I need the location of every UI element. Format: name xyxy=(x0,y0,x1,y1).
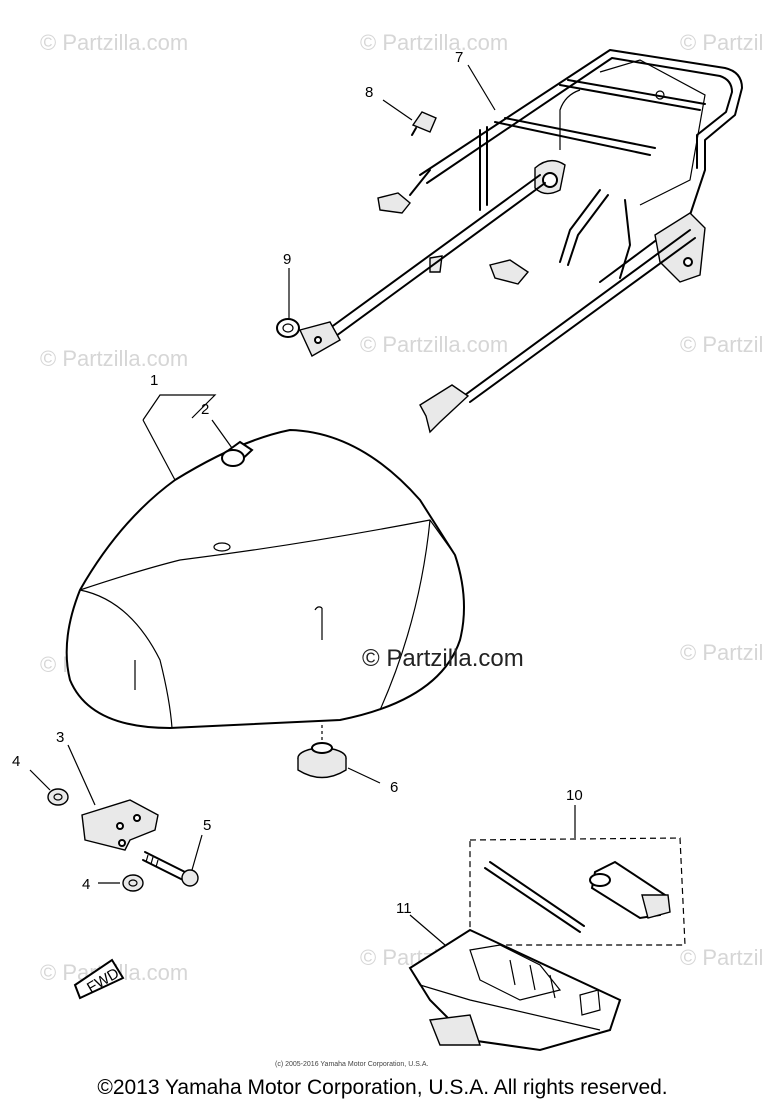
nut-4b xyxy=(122,874,144,892)
callout-numbers: 1 2 3 4 4 5 6 7 8 9 10 11 xyxy=(12,49,583,917)
watermark: © Partzilla.com xyxy=(680,332,765,357)
bolt-5 xyxy=(142,851,199,887)
callout-5: 5 xyxy=(203,817,211,834)
center-watermark: © Partzilla.com xyxy=(362,645,524,672)
tool-tray xyxy=(408,928,622,1052)
bolt-8 xyxy=(411,111,437,136)
carrier-rack xyxy=(299,49,743,434)
tool-kit xyxy=(469,837,686,946)
callout-3: 3 xyxy=(56,729,64,746)
callout-1: 1 xyxy=(150,372,158,389)
watermark: © Partzilla.com xyxy=(40,346,188,371)
leader-lines xyxy=(29,64,576,946)
callout-2: 2 xyxy=(201,401,209,418)
callout-11: 11 xyxy=(396,900,412,917)
watermark: © Partzilla.com xyxy=(680,640,765,665)
grommet xyxy=(297,725,347,779)
callout-10: 10 xyxy=(566,787,583,804)
callout-7: 7 xyxy=(455,49,463,66)
callout-9: 9 xyxy=(283,251,291,268)
callout-8: 8 xyxy=(365,84,373,101)
watermark: © Partzilla.com xyxy=(680,30,765,55)
watermark: © Partzilla.com xyxy=(360,332,508,357)
seat xyxy=(65,428,465,730)
nut-9 xyxy=(276,318,300,338)
small-copyright: (c) 2005-2016 Yamaha Motor Corporation, … xyxy=(275,1061,428,1068)
callout-4a: 4 xyxy=(12,753,20,770)
nut-4a xyxy=(47,788,69,806)
watermark: © Partzilla.com xyxy=(40,30,188,55)
seat-bracket xyxy=(81,799,159,851)
seat-hook xyxy=(220,440,254,467)
callout-6: 6 xyxy=(390,779,398,796)
copyright-notice: ©2013 Yamaha Motor Corporation, U.S.A. A… xyxy=(97,1076,668,1099)
watermark: © Partzilla.com xyxy=(360,30,508,55)
watermark: © Partzilla.com xyxy=(680,945,765,970)
callout-4b: 4 xyxy=(82,876,90,893)
